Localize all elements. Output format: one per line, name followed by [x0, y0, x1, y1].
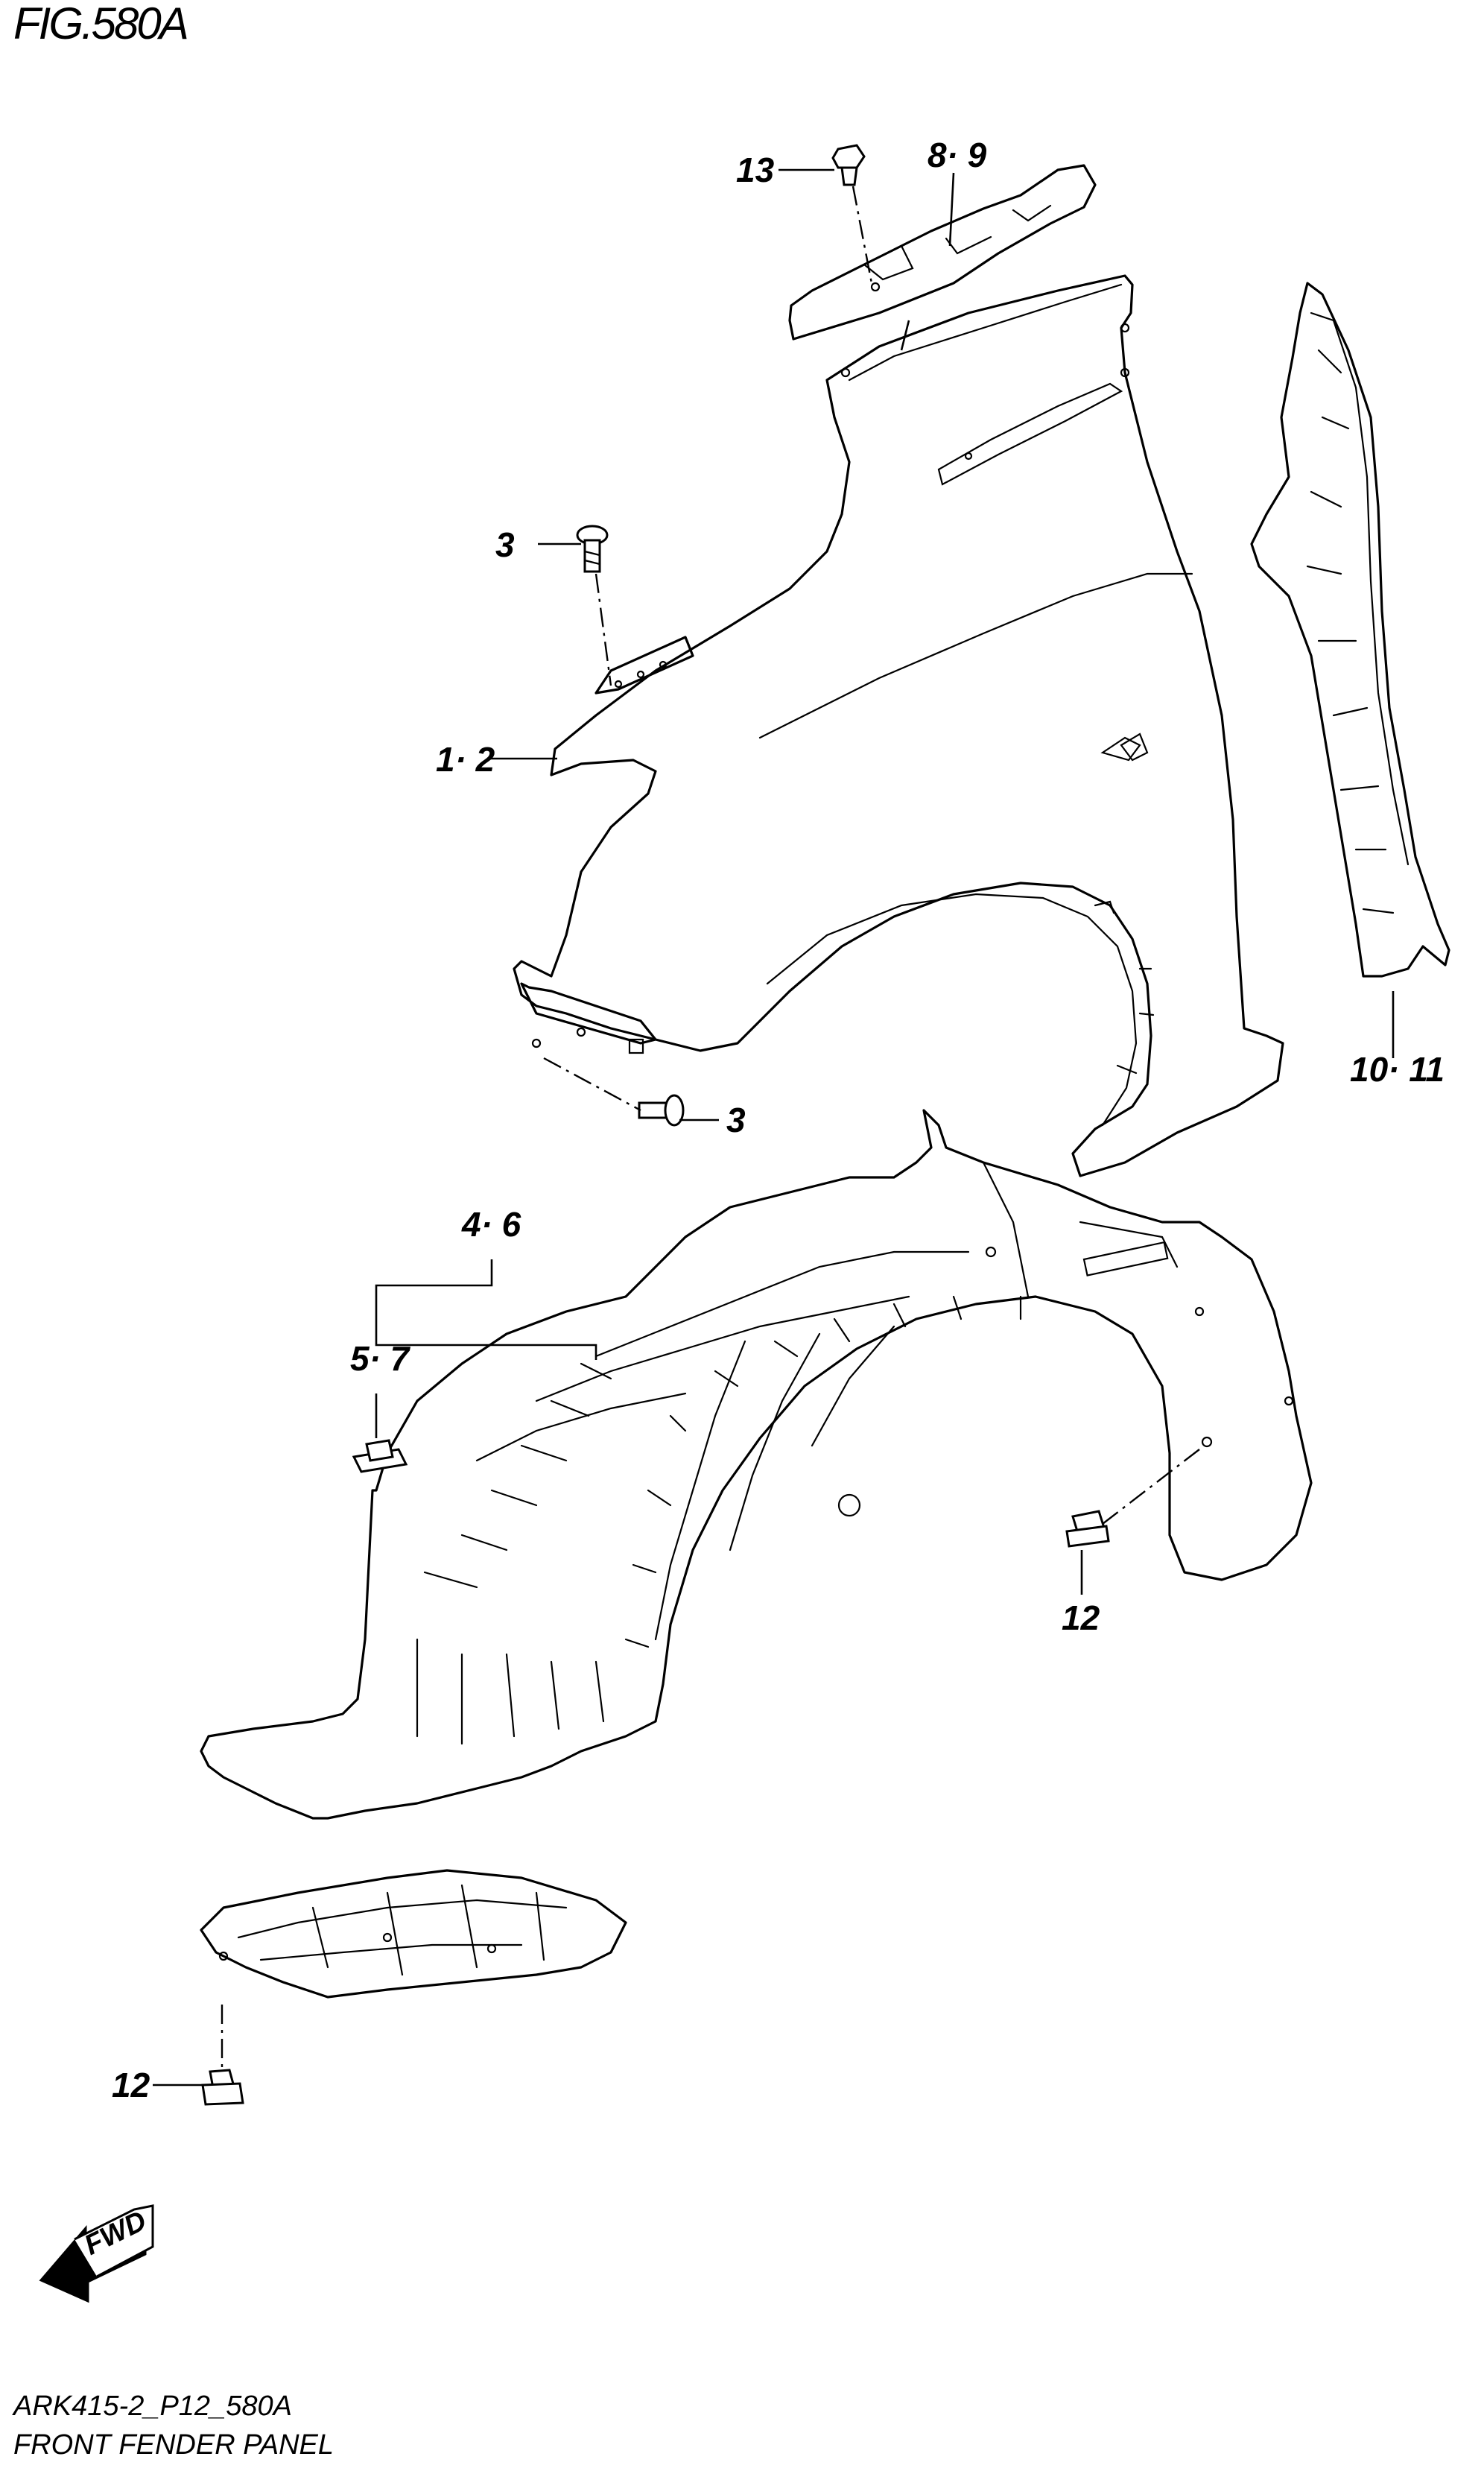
callout-3-upper: 3 [495, 525, 515, 564]
clip-13 [831, 144, 866, 186]
callout-10-11: 10· 11 [1350, 1050, 1445, 1089]
figure-title: FIG.580A [13, 0, 189, 48]
figure-caption: FRONT FENDER PANEL [13, 2429, 334, 2461]
callout-12-lower: 12 [112, 2066, 150, 2104]
bolt-3-upper [576, 525, 609, 573]
fender-panel [513, 274, 1284, 1177]
leader-lines [153, 168, 1395, 2087]
callout-13: 13 [736, 151, 775, 189]
fwd-arrow-icon [39, 2204, 154, 2303]
callout-3-lower: 3 [726, 1101, 746, 1139]
fender-side-seal [1250, 282, 1450, 978]
drawing-code: ARK415-2_P12_580A [13, 2391, 292, 2422]
callout-4-6: 4· 6 [462, 1205, 521, 1244]
callout-8-9: 8· 9 [928, 136, 987, 174]
callout-1-2: 1· 2 [436, 740, 495, 779]
clip-nut-5-7 [352, 1439, 408, 1473]
lower-splash-shield [200, 1869, 627, 1999]
clip-12-lower [201, 2069, 244, 2106]
clip-12-right [1065, 1510, 1110, 1548]
install-lines [221, 186, 1200, 2070]
callout-12-right: 12 [1062, 1598, 1100, 1637]
fender-liner [200, 1109, 1313, 1820]
callout-5-7: 5· 7 [350, 1339, 410, 1378]
fender-upper-bracket [788, 164, 1097, 341]
bolt-3-lower [638, 1094, 685, 1127]
